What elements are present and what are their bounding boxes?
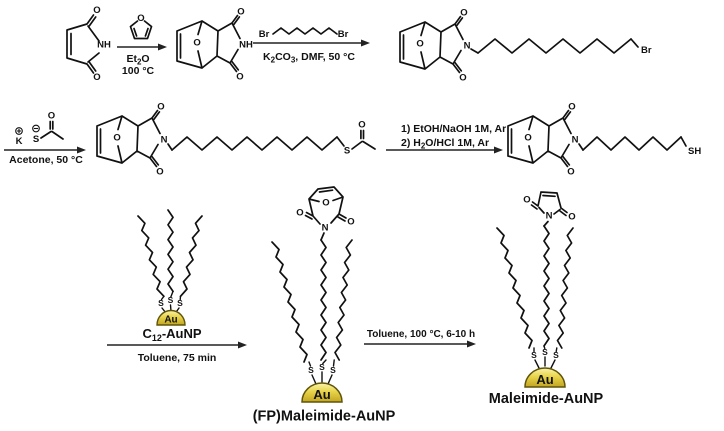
fp-maleimide-aunp-structure: O O O N S S S Au (FP)Maleimide-AuNP: [253, 186, 396, 425]
alkyl-ligand-chain: [179, 215, 203, 298]
thioacetate-imide-structure: N S O: [96, 100, 376, 179]
oxanorbornene-imide-structure-1: NH: [176, 5, 253, 84]
oxygen-label: O: [296, 208, 303, 219]
gold-nanoparticle-core: [524, 367, 566, 388]
arrowhead-icon: [494, 146, 503, 154]
bromine-label: Br: [338, 29, 349, 40]
imide-nitrogen-label: N: [572, 135, 579, 146]
sulfur-anchor-label: S: [158, 298, 164, 308]
sulfur-anchor-label: S: [168, 295, 174, 305]
sulfur-anchor-label: S: [553, 350, 559, 360]
bromine-label: Br: [259, 29, 270, 40]
gold-core-label: Au: [313, 387, 330, 402]
potassium-label: K: [16, 136, 23, 147]
reaction-arrow-2: [253, 39, 370, 47]
reaction-arrow-4: [386, 146, 503, 154]
gold-nanoparticle-core: [301, 382, 343, 403]
maleimide-ligand-chain: [543, 225, 550, 347]
bridge-oxygen-label: O: [322, 198, 329, 209]
c12-aunp-structure: S S S Au C12-AuNP: [137, 209, 203, 343]
gold-core-label: Au: [164, 315, 177, 326]
arrow4-step2-label: 2) H2O/HCl 1M, Ar: [401, 137, 489, 151]
arrow1-temperature-label: 100 °C: [122, 65, 155, 77]
arrowhead-icon: [238, 341, 247, 349]
dodecyl-chain: [477, 38, 632, 54]
c12-aunp-label: C12-AuNP: [142, 326, 201, 343]
thiol-imide-structure: N SH: [507, 100, 701, 179]
arrow5-conditions-label: Toluene, 75 min: [138, 352, 217, 364]
gold-nanoparticle-core: [156, 309, 186, 326]
bromine-label: Br: [641, 45, 652, 56]
arrow2-conditions-label: K2CO3, DMF, 50 °C: [263, 51, 355, 65]
protected-maleimide-head-group: O O O N: [296, 186, 355, 234]
sulfur-label: S: [33, 134, 39, 145]
reaction-arrow-3: [4, 146, 86, 154]
positive-charge-icon: [15, 127, 23, 135]
oxygen-label: O: [523, 195, 530, 206]
arrow1-solvent-label: Et2O: [126, 53, 149, 67]
arrowhead-icon: [361, 39, 370, 47]
oxygen-label: O: [93, 72, 100, 83]
oxygen-label: O: [48, 111, 55, 122]
imide-nh-label: NH: [97, 40, 111, 51]
negative-charge-icon: [32, 124, 40, 133]
sulfur-anchor-label: S: [531, 350, 537, 360]
gold-core-label: Au: [536, 372, 553, 387]
sulfur-anchor-label: S: [319, 362, 325, 372]
fp-maleimide-aunp-label: (FP)Maleimide-AuNP: [253, 409, 396, 425]
maleimide-head-group: O O N: [523, 191, 576, 223]
maleimide-aunp-structure: O O N S S S Au Maleimide-AuNP: [489, 191, 604, 407]
sulfur-anchor-label: S: [308, 365, 314, 375]
oxygen-label: O: [568, 212, 575, 223]
alkyl-ligand-chain: [556, 227, 574, 349]
reaction-arrow-5: [107, 341, 247, 349]
imide-nitrogen-label: N: [464, 41, 471, 52]
alkyl-ligand-chain: [137, 215, 165, 298]
imide-nh-label: NH: [239, 40, 253, 51]
arrowhead-icon: [467, 340, 476, 348]
reaction-arrow-6: [364, 340, 476, 348]
sulfur-anchor-label: S: [542, 347, 548, 357]
reaction-arrow-1: [117, 43, 167, 51]
oxygen-label: O: [93, 5, 100, 16]
imide-nitrogen-label: N: [546, 211, 553, 222]
arrowhead-icon: [77, 146, 86, 154]
oxygen-label: O: [347, 217, 354, 228]
alkyl-zigzag-chain: [272, 27, 338, 35]
arrow3-conditions-label: Acetone, 50 °C: [9, 154, 83, 166]
arrowhead-icon: [158, 43, 167, 51]
alkyl-ligand-chain: [334, 239, 353, 361]
maleimide-structure: O NH O: [66, 5, 111, 83]
sulfur-anchor-label: S: [177, 298, 183, 308]
dodecyl-chain: [171, 136, 338, 151]
arrow6-conditions-label: Toluene, 100 °C, 6-10 h: [367, 329, 475, 340]
furan-structure: O: [129, 13, 153, 40]
alkyl-ligand-chain: [167, 209, 174, 293]
imide-nitrogen-label: N: [322, 223, 329, 234]
sulfur-label: S: [344, 146, 350, 157]
dibromoalkane-reagent-structure: Br Br: [259, 27, 349, 40]
maleimide-ligand-chain: [320, 239, 327, 361]
maleimide-aunp-label: Maleimide-AuNP: [489, 391, 604, 407]
potassium-thioacetate-structure: K S O: [15, 111, 64, 147]
arrow4-step1-label: 1) EtOH/NaOH 1M, Ar: [401, 123, 506, 135]
furan-oxygen-label: O: [137, 13, 144, 24]
oxygen-label: O: [358, 120, 365, 131]
thiol-label: SH: [688, 146, 701, 157]
alkyl-ligand-chain: [496, 227, 533, 349]
bromoalkyl-imide-structure: N Br: [399, 6, 652, 85]
dodecyl-chain: [582, 136, 682, 151]
sulfur-anchor-label: S: [330, 365, 336, 375]
alkyl-ligand-chain: [271, 241, 308, 363]
imide-nitrogen-label: N: [161, 135, 168, 146]
